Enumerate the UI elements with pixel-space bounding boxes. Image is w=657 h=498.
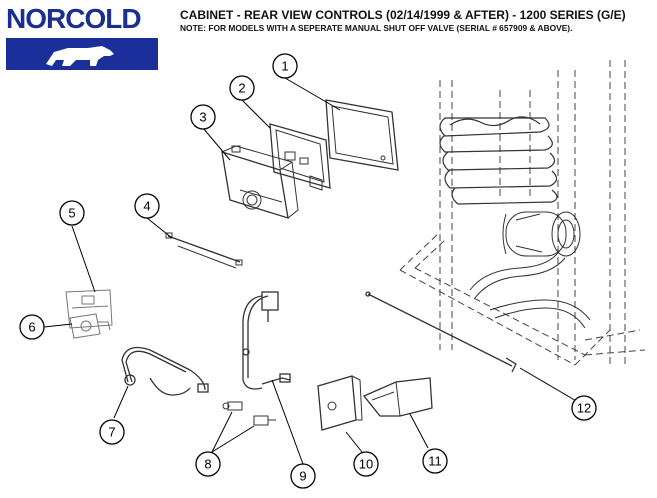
callout-leaders bbox=[43, 77, 579, 465]
callout-6: 6 bbox=[19, 314, 45, 340]
callout-label-6: 6 bbox=[28, 320, 35, 335]
callout-7: 7 bbox=[99, 419, 125, 445]
callout-label-11: 11 bbox=[428, 454, 442, 469]
part-6-manual-shutoff-valve bbox=[69, 313, 111, 339]
part-3-control-housing bbox=[221, 145, 299, 219]
norcold-logo: NORCOLD bbox=[4, 4, 160, 70]
diagram-title: CABINET - REAR VIEW CONTROLS (02/14/1999… bbox=[180, 8, 626, 22]
callout-10: 10 bbox=[353, 451, 379, 477]
callout-circle-8 bbox=[195, 451, 221, 477]
part-7-gas-line bbox=[121, 346, 209, 396]
part-11-drip-tray bbox=[362, 377, 433, 417]
polar-bear-icon bbox=[46, 46, 114, 66]
callout-circle-5 bbox=[59, 200, 85, 226]
part-9-wire-harness bbox=[242, 291, 291, 390]
callout-circle-10 bbox=[353, 451, 379, 477]
logo-wordmark: NORCOLD bbox=[6, 3, 142, 34]
callout-label-12: 12 bbox=[577, 401, 591, 416]
callout-label-2: 2 bbox=[238, 81, 245, 96]
callout-1: 1 bbox=[272, 53, 298, 79]
callout-9: 9 bbox=[290, 463, 316, 489]
part-5-valve-bracket bbox=[65, 289, 113, 329]
callout-circle-11 bbox=[422, 448, 448, 474]
part-12-thermocouple bbox=[365, 291, 517, 373]
callout-circle-1 bbox=[272, 53, 298, 79]
part-10-mounting-bracket bbox=[317, 375, 363, 431]
callout-2: 2 bbox=[229, 75, 255, 101]
part-1-gasket bbox=[325, 99, 399, 171]
callout-11: 11 bbox=[422, 448, 448, 474]
callout-8: 8 bbox=[195, 451, 221, 477]
callout-circle-6 bbox=[19, 314, 45, 340]
callout-circle-3 bbox=[190, 104, 216, 130]
part-4-thermistor bbox=[165, 232, 243, 269]
diagram-note: NOTE: FOR MODELS WITH A SEPERATE MANUAL … bbox=[180, 23, 573, 33]
callout-label-8: 8 bbox=[204, 457, 211, 472]
callout-circle-9 bbox=[290, 463, 316, 489]
callout-label-4: 4 bbox=[143, 199, 150, 214]
callout-12: 12 bbox=[571, 395, 597, 421]
callout-label-1: 1 bbox=[281, 59, 288, 74]
callout-label-7: 7 bbox=[108, 425, 115, 440]
callout-circle-2 bbox=[229, 75, 255, 101]
logo-banner bbox=[6, 38, 158, 70]
part-2-control-board bbox=[269, 123, 331, 191]
callout-label-5: 5 bbox=[68, 206, 75, 221]
callout-circle-4 bbox=[134, 193, 160, 219]
callout-label-10: 10 bbox=[359, 457, 373, 472]
callout-circle-7 bbox=[99, 419, 125, 445]
callout-label-3: 3 bbox=[199, 110, 206, 125]
callout-label-9: 9 bbox=[299, 469, 306, 484]
callout-5: 5 bbox=[59, 200, 85, 226]
callout-4: 4 bbox=[134, 193, 160, 219]
part-8-fittings bbox=[222, 401, 276, 426]
callout-circle-12 bbox=[571, 395, 597, 421]
callout-3: 3 bbox=[190, 104, 216, 130]
cabinet-rear-assembly bbox=[399, 60, 646, 368]
